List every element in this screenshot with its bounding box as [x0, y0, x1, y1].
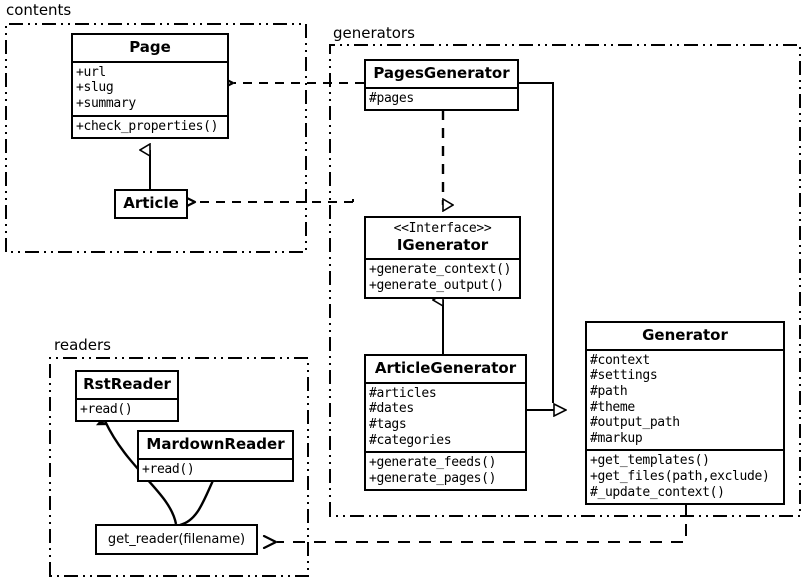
attribute: #path — [590, 383, 628, 399]
operation: +generate_feeds() — [369, 455, 497, 471]
operation: +generate_pages() — [369, 470, 497, 486]
class-page-attributes: +url +slug +summary — [73, 60, 227, 115]
attribute: #theme — [590, 399, 635, 415]
edge-generator-depends-get-reader — [277, 503, 687, 542]
class-generator[interactable]: Generator #context #settings #path #them… — [585, 321, 785, 506]
attribute: #pages — [369, 90, 414, 106]
attribute: +summary — [76, 95, 136, 111]
class-pages-generator-attributes: #pages — [366, 86, 517, 110]
class-generator-title: Generator — [642, 326, 728, 344]
class-igenerator-stereotype: <<Interface>> — [393, 221, 492, 236]
attribute: #settings — [590, 368, 658, 384]
class-generator-attributes: #context #settings #path #theme #output_… — [587, 348, 783, 450]
class-igenerator-title: <<Interface>> IGenerator — [366, 218, 519, 258]
package-label-contents: contents — [4, 1, 74, 19]
operation: #_update_context() — [590, 484, 725, 500]
operation: +generate_output() — [369, 277, 504, 293]
attribute: #output_path — [590, 415, 680, 431]
package-label-readers: readers — [52, 336, 113, 354]
class-mardown-reader-operations: +read() — [139, 457, 292, 481]
class-mardown-reader-title: MardownReader — [146, 435, 285, 453]
attribute: #context — [590, 352, 650, 368]
attribute: #categories — [369, 432, 452, 448]
class-article-generator-attributes: #articles #dates #tags #categories — [366, 381, 525, 451]
class-igenerator[interactable]: <<Interface>> IGenerator +generate_conte… — [364, 216, 521, 299]
operation: +check_properties() — [76, 118, 219, 134]
class-mardown-reader[interactable]: MardownReader +read() — [137, 430, 294, 483]
class-rst-reader-operations: +read() — [77, 397, 177, 421]
attribute: #markup — [590, 430, 643, 446]
node-get-reader[interactable]: get_reader(filename) — [95, 524, 258, 555]
attribute: #articles — [369, 385, 437, 401]
operation: +read() — [142, 461, 195, 477]
class-generator-operations: +get_templates() +get_files(path,exclude… — [587, 449, 783, 503]
attribute: +slug — [76, 80, 114, 96]
operation: +get_files(path,exclude) — [590, 468, 770, 484]
operation: +generate_context() — [369, 262, 512, 278]
class-pages-generator[interactable]: PagesGenerator #pages — [364, 59, 519, 112]
attribute: #tags — [369, 416, 407, 432]
class-pages-generator-title: PagesGenerator — [373, 64, 510, 82]
attribute: #dates — [369, 401, 414, 417]
class-article-generator[interactable]: ArticleGenerator #articles #dates #tags … — [364, 354, 527, 492]
class-igenerator-operations: +generate_context() +generate_output() — [366, 258, 519, 296]
class-article-title: Article — [123, 194, 179, 212]
class-page-title: Page — [129, 38, 171, 56]
node-get-reader-label: get_reader(filename) — [107, 532, 246, 547]
class-rst-reader[interactable]: RstReader +read() — [75, 370, 179, 423]
class-article[interactable]: Article — [114, 189, 188, 219]
class-article-generator-operations: +generate_feeds() +generate_pages() — [366, 451, 525, 489]
class-page[interactable]: Page +url +slug +summary +check_properti… — [71, 33, 229, 140]
class-page-operations: +check_properties() — [73, 114, 227, 138]
attribute: +url — [76, 64, 106, 80]
operation: +read() — [80, 401, 133, 417]
edge-generators-depends-article — [196, 199, 354, 202]
package-label-generators: generators — [331, 24, 417, 42]
class-igenerator-name: IGenerator — [396, 235, 489, 254]
class-article-generator-title: ArticleGenerator — [374, 359, 517, 377]
class-rst-reader-title: RstReader — [83, 375, 171, 393]
operation: +get_templates() — [590, 453, 710, 469]
